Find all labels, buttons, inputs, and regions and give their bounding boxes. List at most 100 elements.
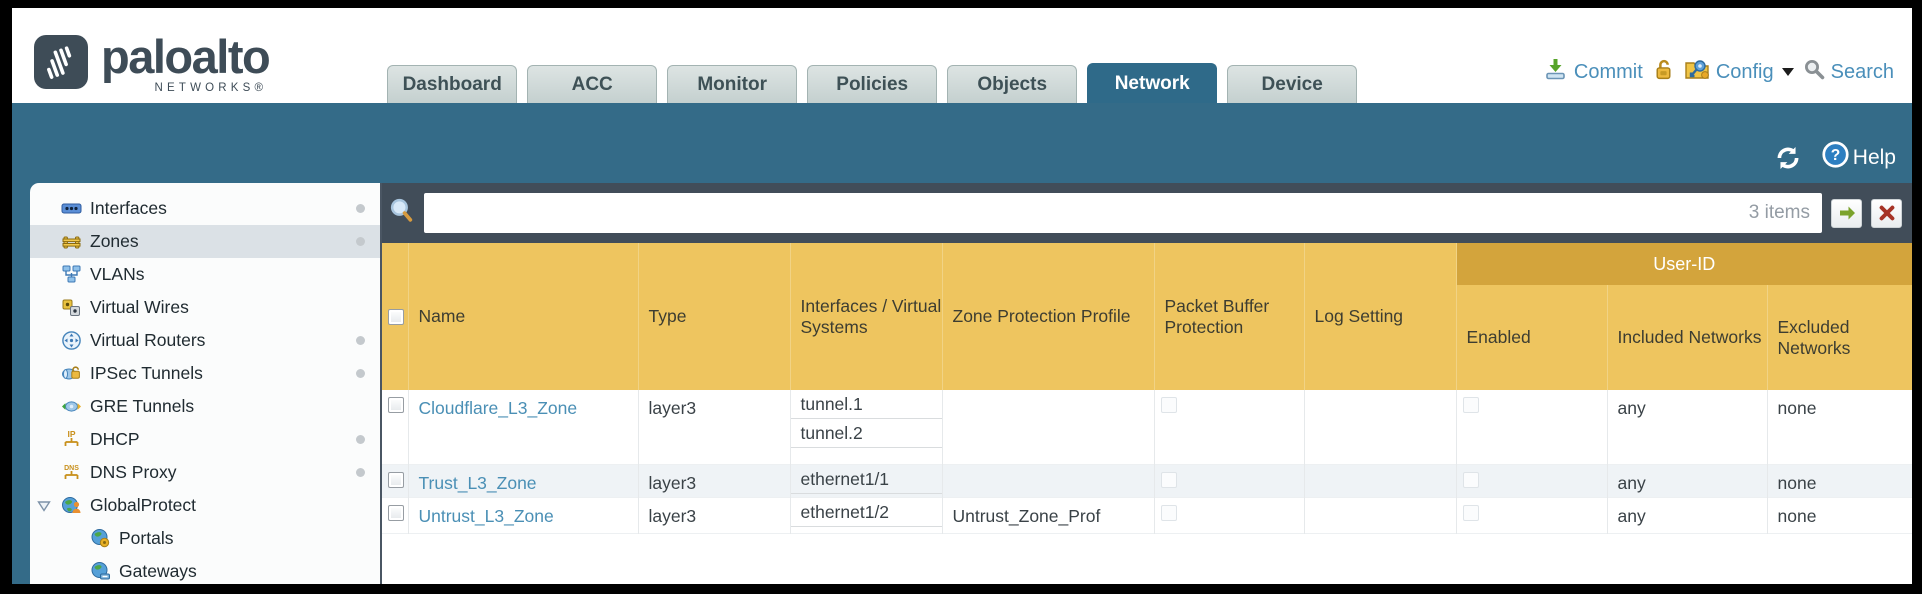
sidebar-item-globalprotect[interactable]: GlobalProtect [30, 489, 380, 522]
select-all-checkbox[interactable] [388, 308, 404, 325]
tab-policies[interactable]: Policies [807, 65, 938, 103]
sidebar-item-interfaces[interactable]: Interfaces [30, 192, 380, 225]
sidebar-item-dns-proxy[interactable]: DNS DNS Proxy [30, 456, 380, 489]
sidebar-item-label: DNS Proxy [90, 462, 177, 482]
row-checkbox[interactable] [388, 504, 404, 521]
context-band: ? Help [12, 103, 1912, 183]
apply-filter-button[interactable] [1831, 198, 1862, 228]
commit-icon [1544, 57, 1568, 87]
column-header-excluded-networks[interactable]: Excluded Networks [1767, 285, 1912, 390]
column-header-name[interactable]: Name [408, 243, 639, 390]
packet-buffer-protection-checkbox[interactable] [1160, 504, 1177, 521]
gateways-icon [90, 561, 111, 582]
commit-button[interactable]: Commit [1544, 57, 1643, 87]
packet-buffer-protection-checkbox[interactable] [1160, 397, 1177, 413]
green-arrow-icon [1839, 206, 1855, 220]
sidebar-item-label: Virtual Wires [90, 297, 189, 317]
search-button[interactable]: Search [1803, 58, 1894, 86]
config-icon [1684, 57, 1710, 87]
column-header-packet-buffer-protection[interactable]: Packet Buffer Protection [1154, 243, 1305, 390]
row-checkbox[interactable] [388, 397, 404, 413]
column-header-log-setting[interactable]: Log Setting [1304, 243, 1457, 390]
zones-table: Name Type Interfaces / Virtual Systems Z… [382, 243, 1912, 534]
zone-name-link[interactable]: Untrust_L3_Zone [418, 505, 554, 526]
vlans-icon [61, 264, 82, 285]
ipsec-tunnels-icon [61, 363, 82, 384]
sidebar-item-dhcp[interactable]: IP DHCP [30, 423, 380, 456]
sidebar-item-virtual-routers[interactable]: Virtual Routers [30, 324, 380, 357]
column-header-included-networks[interactable]: Included Networks [1607, 285, 1768, 390]
column-group-user-id: User-ID [1456, 243, 1912, 285]
select-all-header-cell [382, 243, 409, 390]
zone-name-link[interactable]: Cloudflare_L3_Zone [418, 398, 578, 418]
tab-objects[interactable]: Objects [947, 65, 1078, 103]
log-setting-cell [1304, 464, 1457, 497]
tab-dashboard[interactable]: Dashboard [387, 65, 518, 103]
status-dot [356, 237, 365, 246]
svg-text:IP: IP [67, 429, 75, 439]
virtual-wires-icon [61, 297, 82, 318]
sidebar-item-label: Zones [90, 231, 139, 251]
clear-filter-button[interactable] [1871, 198, 1902, 228]
tab-device[interactable]: Device [1227, 65, 1358, 103]
column-header-enabled[interactable]: Enabled [1456, 285, 1608, 390]
sidebar-item-ipsec-tunnels[interactable]: IPSec Tunnels [30, 357, 380, 390]
expander-triangle-icon[interactable] [37, 499, 51, 513]
lock-button[interactable] [1652, 58, 1675, 87]
sidebar-item-virtual-wires[interactable]: Virtual Wires [30, 291, 380, 324]
packet-buffer-protection-checkbox[interactable] [1160, 471, 1177, 488]
table-row: Untrust_L3_Zone layer3 ethernet1/2 Untru… [382, 497, 1912, 533]
sidebar-item-gre-tunnels[interactable]: GRE Tunnels [30, 390, 380, 423]
zone-interfaces-cell: tunnel.1 tunnel.2 [790, 390, 943, 464]
zone-interfaces-cell: ethernet1/1 [790, 464, 943, 497]
refresh-button[interactable] [1774, 144, 1802, 172]
sidebar-item-portals[interactable]: Portals [30, 522, 380, 555]
excluded-networks-cell: none [1767, 390, 1912, 464]
sidebar-item-label: Portals [119, 528, 174, 548]
paloalto-logo: paloalto NETWORKS® [34, 33, 271, 94]
config-button[interactable]: Config [1684, 57, 1794, 87]
header-toolbar: Commit [1544, 57, 1894, 87]
svg-text:DNS: DNS [64, 465, 79, 472]
log-setting-cell [1304, 497, 1457, 533]
tab-acc[interactable]: ACC [527, 65, 658, 103]
column-header-zone-protection-profile[interactable]: Zone Protection Profile [942, 243, 1155, 390]
zone-protection-profile-cell [942, 464, 1155, 497]
paloalto-logo-mark-icon [34, 35, 88, 94]
zone-name-link[interactable]: Trust_L3_Zone [418, 472, 537, 493]
status-dot [356, 369, 365, 378]
interface-entry: tunnel.2 [790, 419, 941, 448]
included-networks-cell: any [1607, 464, 1768, 497]
filter-input-field[interactable]: 3 items [424, 193, 1822, 233]
filter-input[interactable] [436, 202, 1741, 224]
column-header-interfaces[interactable]: Interfaces / Virtual Systems [790, 243, 943, 390]
globalprotect-icon [61, 495, 82, 516]
log-setting-cell [1304, 390, 1457, 464]
sidebar-item-zones[interactable]: Zones [30, 225, 380, 258]
sidebar-item-label: Gateways [119, 561, 197, 581]
sidebar-item-label: Interfaces [90, 198, 167, 218]
zone-type-cell: layer3 [638, 497, 791, 533]
network-sidebar: Interfaces Zones VLANs Vir [30, 183, 382, 584]
help-label: Help [1852, 145, 1896, 169]
help-button[interactable]: ? Help [1822, 141, 1896, 174]
config-label: Config [1715, 60, 1774, 83]
user-id-enabled-checkbox[interactable] [1462, 504, 1479, 521]
row-checkbox[interactable] [388, 471, 404, 488]
tab-network[interactable]: Network [1087, 63, 1218, 103]
zone-protection-profile-cell: Untrust_Zone_Prof [942, 497, 1155, 533]
refresh-icon [1777, 146, 1799, 169]
dns-proxy-icon: DNS [61, 462, 82, 483]
sidebar-item-label: GlobalProtect [90, 495, 197, 515]
sidebar-item-vlans[interactable]: VLANs [30, 258, 380, 291]
interface-entry: ethernet1/1 [790, 465, 941, 494]
included-networks-cell: any [1607, 390, 1768, 464]
tab-monitor[interactable]: Monitor [667, 65, 798, 103]
sidebar-item-gateways[interactable]: Gateways [30, 555, 380, 584]
column-header-type[interactable]: Type [638, 243, 791, 390]
status-dot [356, 468, 365, 477]
help-icon: ? [1822, 141, 1849, 174]
user-id-enabled-checkbox[interactable] [1462, 471, 1479, 488]
user-id-enabled-checkbox[interactable] [1462, 397, 1479, 413]
